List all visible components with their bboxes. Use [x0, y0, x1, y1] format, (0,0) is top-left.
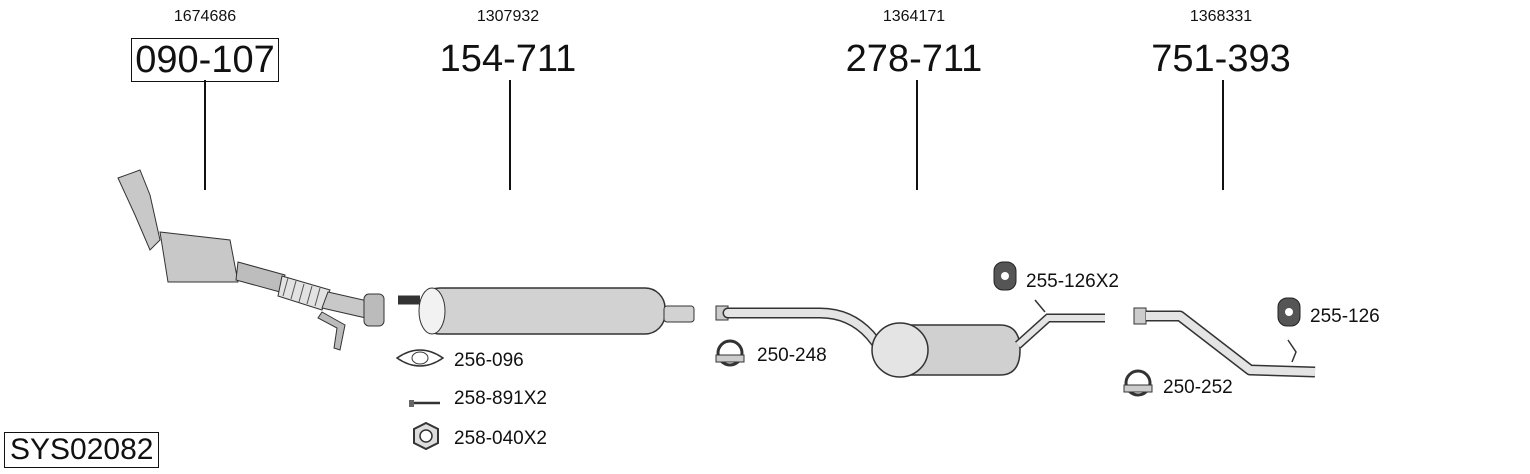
- part-ref-1: 1674686: [173, 8, 237, 25]
- tail-pipe-part[interactable]: [1133, 307, 1316, 378]
- centre-silencer-part[interactable]: [398, 287, 695, 335]
- part-ref-2: 1307932: [476, 8, 540, 25]
- part-ref-4: 1368331: [1189, 8, 1253, 25]
- rubber-hanger-icon: [1277, 297, 1301, 327]
- clamp-icon: [715, 339, 745, 367]
- gasket-icon: [395, 349, 445, 367]
- part-code-2[interactable]: 154-711: [439, 38, 577, 80]
- accessory-label-clamp-2[interactable]: 250-252: [1163, 377, 1233, 398]
- rubber-hanger-icon: [993, 261, 1017, 291]
- accessory-label-nut[interactable]: 258-040X2: [454, 428, 547, 449]
- bolt-icon: [409, 400, 440, 407]
- catalytic-converter-part[interactable]: [117, 169, 385, 351]
- middle-silencer-part[interactable]: [715, 299, 1105, 378]
- part-code-3[interactable]: 278-711: [845, 38, 983, 80]
- accessory-label-gasket[interactable]: 256-096: [454, 350, 524, 371]
- accessory-label-hanger-2[interactable]: 255-126: [1310, 306, 1380, 327]
- clamp-icon: [1123, 369, 1153, 397]
- nut-icon: [413, 421, 439, 451]
- part-code-4[interactable]: 751-393: [1151, 38, 1291, 80]
- diagram-code: SYS02082: [4, 432, 160, 468]
- part-code-1[interactable]: 090-107: [131, 38, 279, 82]
- accessory-label-bolt[interactable]: 258-891X2: [454, 388, 547, 409]
- part-ref-3: 1364171: [882, 8, 946, 25]
- accessory-label-hanger-1[interactable]: 255-126X2: [1026, 271, 1119, 292]
- accessory-label-clamp-1[interactable]: 250-248: [757, 345, 827, 366]
